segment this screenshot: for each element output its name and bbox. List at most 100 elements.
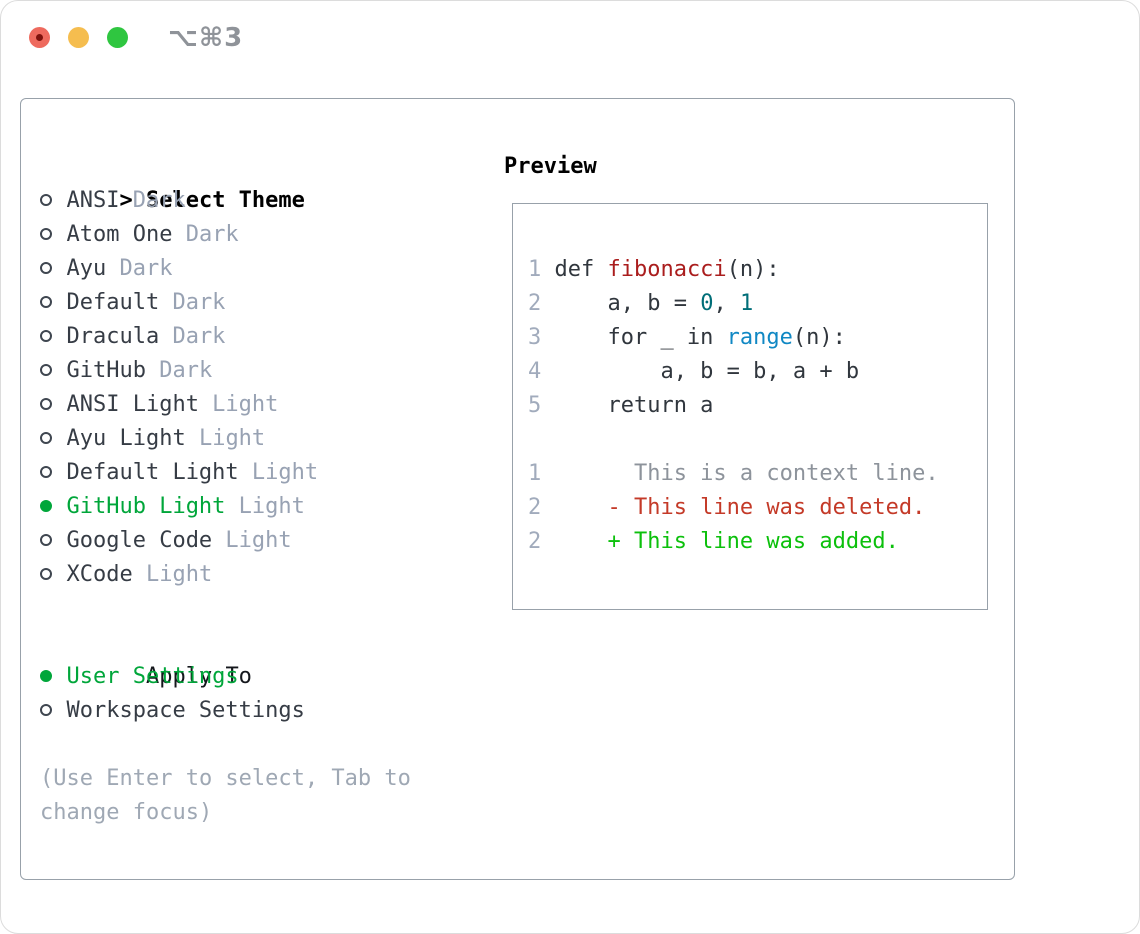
code-line	[528, 423, 939, 457]
theme-option[interactable]: ANSI Light Light	[40, 388, 411, 422]
code-segment: a, b = b, a + b	[554, 359, 860, 384]
code-segment: 1	[739, 291, 754, 316]
radio-icon	[40, 354, 66, 388]
theme-variant: Light	[198, 392, 279, 417]
line-number: 4	[528, 359, 542, 384]
theme-option[interactable]: Dracula Dark	[40, 320, 411, 354]
code-segment: (n):	[726, 257, 780, 282]
theme-name: ANSI Light	[66, 392, 199, 417]
theme-variant: Light	[132, 562, 213, 587]
code-segment: range	[726, 325, 793, 350]
theme-option[interactable]: GitHub Dark	[40, 354, 411, 388]
theme-variant: Light	[225, 494, 305, 519]
code-segment: (n):	[792, 325, 846, 350]
theme-variant: Dark	[106, 256, 173, 281]
radio-icon	[40, 694, 66, 728]
code-line: 3 for _ in range(n):	[528, 321, 939, 355]
code-line: 1 def fibonacci(n):	[528, 253, 939, 287]
theme-name: ANSI	[66, 188, 120, 213]
code-segment: + This line was added.	[554, 529, 899, 554]
theme-name: Dracula	[66, 324, 160, 349]
spacer	[40, 728, 411, 762]
radio-selected-icon	[40, 490, 66, 524]
theme-name: Default Light	[66, 460, 239, 485]
theme-option[interactable]: GitHub Light Light	[40, 490, 411, 524]
apply-to-title: Apply To	[145, 664, 252, 689]
minimize-button-icon[interactable]	[68, 27, 89, 48]
theme-option[interactable]: Default Light Light	[40, 456, 411, 490]
window-title: ⌥⌘3	[168, 23, 244, 53]
code-line: 2 - This line was deleted.	[528, 491, 939, 525]
select-theme-header: > Select Theme	[40, 150, 411, 213]
radio-icon	[40, 252, 66, 286]
code-segment: 0	[700, 291, 714, 316]
line-number: 1	[528, 257, 542, 282]
theme-option[interactable]: Ayu Dark	[40, 252, 411, 286]
line-number: 1	[528, 461, 542, 486]
hint-text-line1: (Use Enter to select, Tab to	[40, 766, 411, 791]
theme-variant: Dark	[172, 222, 239, 247]
code-segment: - This line was deleted.	[554, 495, 926, 520]
code-segment: a, b =	[554, 291, 701, 316]
hint-text-line2: change focus)	[40, 800, 213, 825]
theme-name: Default	[66, 290, 160, 315]
theme-option[interactable]: XCode Light	[40, 558, 411, 592]
cursor-prompt-icon: >	[119, 188, 133, 213]
radio-icon	[40, 388, 66, 422]
theme-name: Ayu Light	[66, 426, 186, 451]
radio-icon	[40, 218, 66, 252]
radio-icon	[40, 456, 66, 490]
apply-to-option[interactable]: User Settings	[40, 660, 411, 694]
spacer	[40, 592, 411, 626]
close-button-icon[interactable]	[29, 27, 50, 48]
apply-to-name: Workspace Settings	[66, 698, 305, 723]
theme-option[interactable]: ANSI Dark	[40, 184, 411, 218]
theme-option[interactable]: Google Code Light	[40, 524, 411, 558]
theme-variant: Dark	[119, 188, 186, 213]
radio-selected-icon	[40, 660, 66, 694]
theme-option[interactable]: Atom One Dark	[40, 218, 411, 252]
code-segment: for _ in	[554, 325, 727, 350]
code-segment: return a	[554, 393, 714, 418]
theme-variant: Dark	[145, 358, 213, 383]
theme-option[interactable]: Default Dark	[40, 286, 411, 320]
apply-to-option[interactable]: Workspace Settings	[40, 694, 411, 728]
radio-icon	[40, 558, 66, 592]
code-line: 2 + This line was added.	[528, 525, 939, 559]
code-segment: This is a context line.	[554, 461, 939, 486]
theme-option[interactable]: Ayu Light Light	[40, 422, 411, 456]
theme-name: Atom One	[66, 222, 173, 247]
theme-name: XCode	[66, 562, 133, 587]
line-number: 2	[528, 495, 542, 520]
apply-to-header: Apply To	[40, 626, 411, 689]
radio-icon	[40, 184, 66, 218]
theme-name: GitHub Light	[66, 494, 226, 519]
window-titlebar: ⌥⌘3	[1, 1, 1139, 75]
theme-variant: Dark	[159, 290, 226, 315]
theme-name: GitHub	[66, 358, 146, 383]
radio-icon	[40, 286, 66, 320]
theme-name: Ayu	[66, 256, 107, 281]
select-theme-title: Select Theme	[145, 188, 305, 213]
radio-icon	[40, 422, 66, 456]
code-segment: fibonacci	[607, 257, 727, 282]
line-number: 3	[528, 325, 542, 350]
line-number: 2	[528, 291, 542, 316]
code-line: 4 a, b = b, a + b	[528, 355, 939, 389]
theme-name: Google Code	[66, 528, 213, 553]
radio-icon	[40, 320, 66, 354]
code-line: 2 a, b = 0, 1	[528, 287, 939, 321]
zoom-button-icon[interactable]	[107, 27, 128, 48]
apply-to-name: User Settings	[66, 664, 239, 689]
line-number: 2	[528, 529, 542, 554]
preview-title: Preview	[504, 154, 597, 179]
line-number: 5	[528, 393, 542, 418]
radio-icon	[40, 524, 66, 558]
code-segment: def	[554, 257, 608, 282]
